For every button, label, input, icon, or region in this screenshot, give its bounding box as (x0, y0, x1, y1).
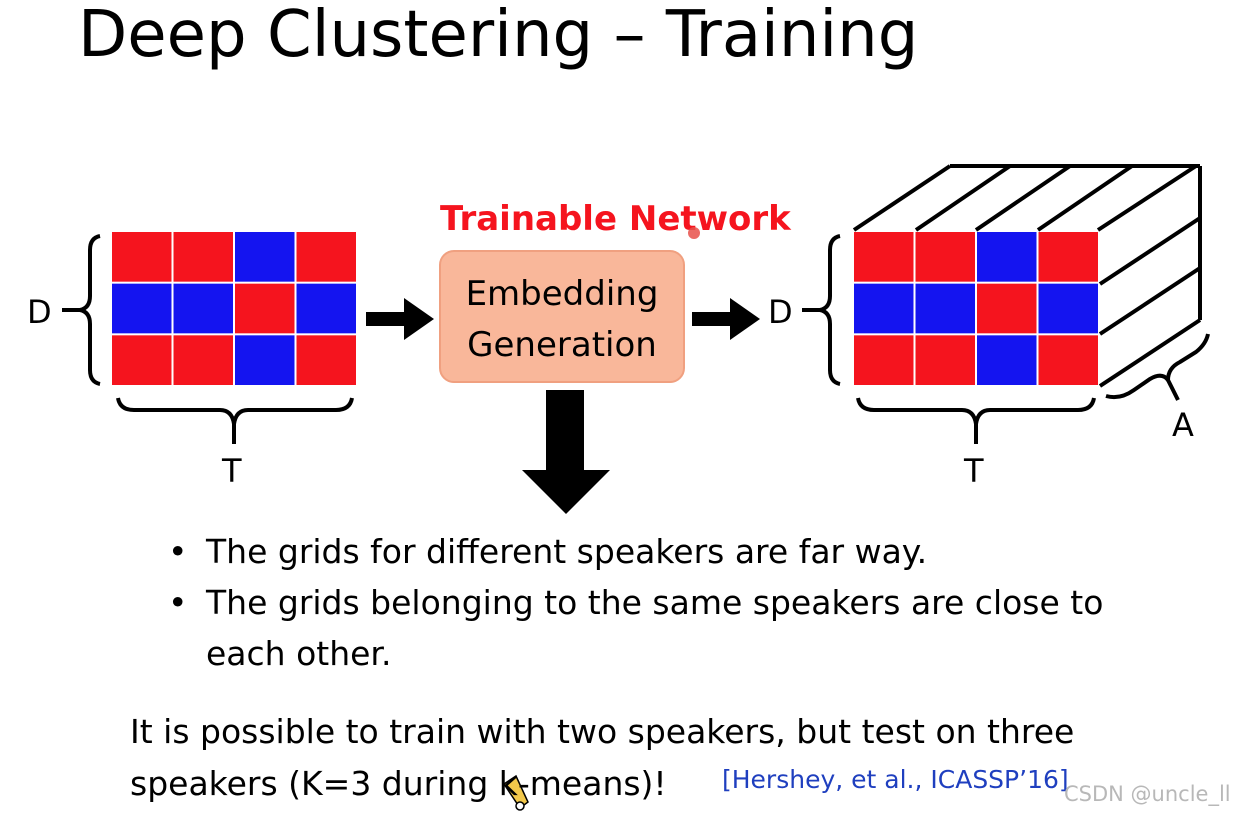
arrow-shaft-in (366, 312, 406, 326)
arrow-shaft-down (546, 390, 584, 472)
embedding-block-frame (852, 164, 1202, 388)
grid-cell-red (296, 232, 356, 282)
right-d-brace (819, 234, 841, 386)
grid-cell-red (1038, 232, 1098, 282)
left-t-brace (116, 397, 354, 425)
box-line-2: Generation (467, 325, 657, 365)
arrow-head-out (730, 298, 760, 340)
grid-cell-red (915, 232, 975, 282)
a-tick (1166, 379, 1180, 401)
trainable-network-label: Trainable Network (440, 199, 792, 239)
left-d-label: D (27, 293, 52, 331)
grid-cell-blue (1038, 283, 1098, 334)
grid-cell-red (854, 335, 914, 385)
slide-title: Deep Clustering – Training (78, 0, 919, 72)
grid-cell-blue (977, 335, 1037, 385)
grid-cell-red (915, 335, 975, 385)
note-line-2: speakers (K=3 during k-means)! (130, 764, 667, 803)
grid-cell-blue (977, 232, 1037, 282)
grid-cell-red (977, 283, 1037, 334)
citation-link[interactable]: [Hershey, et al., ICASSP’16] (722, 765, 1069, 794)
bullet-text: The grids for different speakers are far… (206, 532, 928, 571)
grid-cell-red (112, 232, 172, 282)
right-d-label: D (768, 293, 793, 331)
grid-cell-red (1038, 335, 1098, 385)
right-embedding-grid (854, 232, 1098, 385)
pointer-dot (688, 227, 700, 239)
note-line-1: It is possible to train with two speaker… (130, 712, 1075, 751)
a-brace (1105, 333, 1210, 400)
bullet-item: • The grids belonging to the same speake… (168, 577, 1128, 679)
arrow-head-down (522, 470, 610, 514)
box-line-1: Embedding (466, 274, 659, 314)
note-text: It is possible to train with two speaker… (130, 706, 1130, 810)
right-t-brace (856, 397, 1096, 425)
grid-cell-blue (235, 335, 295, 385)
bullet-text: The grids belonging to the same speakers… (206, 583, 1104, 673)
grid-cell-red (112, 335, 172, 385)
grid-cell-blue (235, 232, 295, 282)
grid-cell-blue (173, 283, 233, 334)
left-t-label: T (221, 452, 242, 490)
grid-cell-blue (112, 283, 172, 334)
left-d-brace (79, 234, 101, 386)
grid-cell-red (173, 335, 233, 385)
bullet-item: • The grids for different speakers are f… (168, 526, 1128, 577)
watermark: CSDN @uncle_ll (1064, 782, 1231, 806)
embedding-generation-box (439, 250, 685, 383)
arrow-head-in (404, 298, 434, 340)
grid-cell-blue (915, 283, 975, 334)
grid-cell-red (235, 283, 295, 334)
arrow-shaft-out (692, 312, 732, 326)
pencil-cursor-icon (502, 774, 529, 811)
left-input-grid (112, 232, 356, 385)
grid-cell-blue (296, 283, 356, 334)
grid-cell-red (173, 232, 233, 282)
grid-cell-red (854, 232, 914, 282)
right-t-label: T (963, 452, 984, 490)
right-a-label: A (1172, 406, 1194, 444)
grid-cell-red (296, 335, 356, 385)
bullet-marker: • (168, 532, 188, 571)
bullet-marker: • (168, 583, 188, 622)
bullet-list: • The grids for different speakers are f… (168, 526, 1128, 679)
grid-cell-blue (854, 283, 914, 334)
